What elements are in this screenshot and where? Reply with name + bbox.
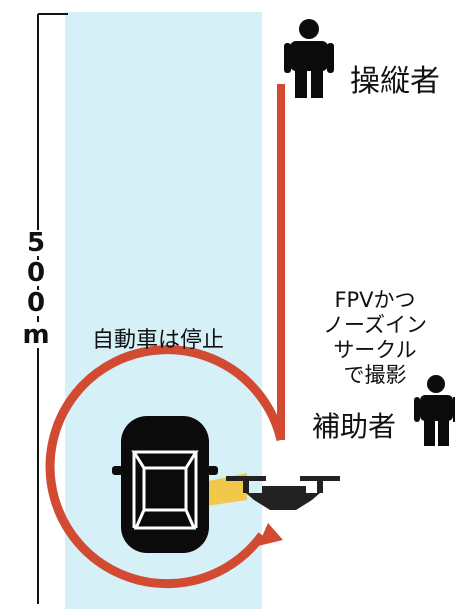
car-stopped-label: 自動車は停止 — [92, 328, 225, 353]
car-icon — [112, 416, 218, 553]
fpv-caption-line: サークル — [333, 338, 417, 362]
fpv-caption-line: FPVかつ — [334, 288, 416, 312]
person-icon — [414, 375, 455, 446]
distance-digit: 0 — [22, 260, 50, 286]
distance-digit: 5 — [22, 230, 50, 256]
fpv-caption: FPVかつ ノーズイン サークル で撮影 — [300, 288, 450, 388]
fpv-caption-line: で撮影 — [343, 363, 407, 387]
flight-path-circle — [45, 345, 286, 589]
distance-unit: m — [22, 320, 50, 350]
operator-label: 操縦者 — [350, 64, 440, 99]
distance-digit: 0 — [22, 290, 50, 316]
fpv-caption-line: ノーズイン — [323, 313, 427, 337]
flight-path-arrowhead — [258, 523, 283, 546]
person-icon — [284, 19, 334, 98]
drone-icon — [226, 476, 340, 510]
assistant-label: 補助者 — [312, 410, 397, 443]
